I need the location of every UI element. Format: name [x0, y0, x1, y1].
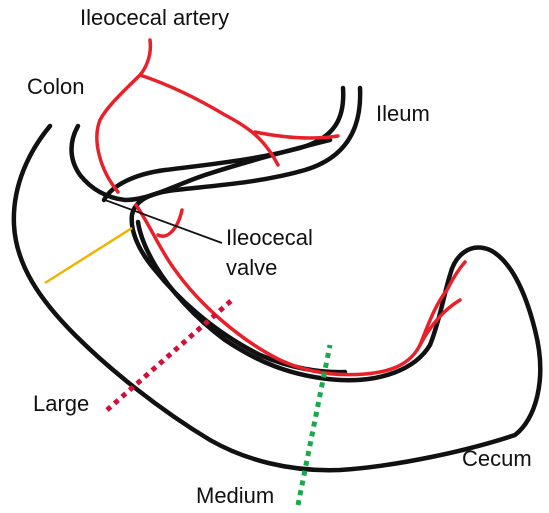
- cecum-label: Cecum: [462, 446, 532, 472]
- ileocecal-artery-trunk: [97, 40, 150, 192]
- large-label: Large: [33, 391, 89, 417]
- ileocecal-artery-branch-ileum: [140, 75, 278, 165]
- ileocecal-artery-label: Ileocecal artery: [80, 5, 229, 31]
- small-resection-line: [45, 228, 132, 283]
- ileum-label: Ileum: [376, 101, 430, 127]
- ileocecal-valve-label-line1: Ileocecal: [226, 225, 313, 251]
- medium-label: Medium: [196, 483, 274, 509]
- large-resection-line: [107, 300, 232, 410]
- colon-label: Colon: [27, 74, 84, 100]
- ileocecal-valve-label-line2: valve: [226, 255, 277, 281]
